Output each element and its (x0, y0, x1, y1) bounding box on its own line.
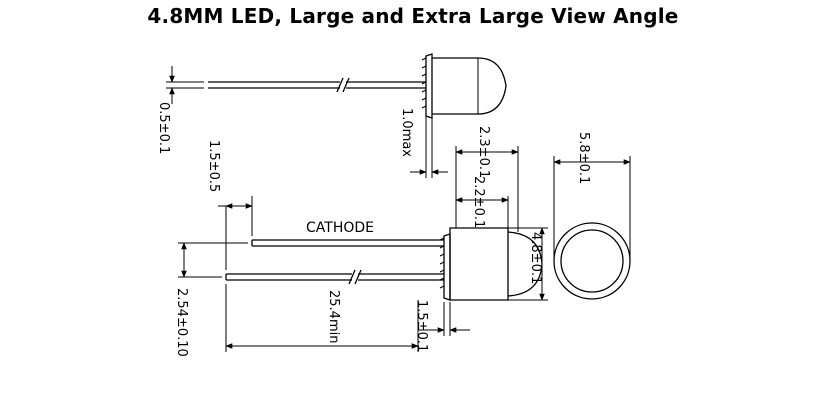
top-dome-lens (432, 57, 507, 115)
break-mark (336, 77, 344, 93)
diagram-title: 4.8MM LED, Large and Extra Large View An… (147, 4, 679, 28)
top-side-view (166, 53, 507, 178)
bottom-flange (443, 233, 451, 301)
outer-diameter-label: 5.8±0.1 (576, 132, 591, 184)
flange-max-label: 1.0max (399, 108, 414, 157)
lead-spacing-label: 2.54±0.10 (174, 288, 189, 357)
outer-ring (553, 222, 631, 300)
lead-bend-label: 1.5±0.5 (206, 140, 221, 192)
lens-diameter-label: 4.8±0.1 (528, 232, 543, 284)
front-view (553, 156, 631, 300)
inner-ring (560, 229, 624, 293)
lens-offset-label: 2.3±0.1 (476, 126, 491, 178)
bottom-side-view (178, 146, 548, 352)
led-body (449, 227, 509, 301)
lead-length-label: 25.4min (326, 290, 341, 343)
lead-thickness-label: 0.5±0.1 (156, 102, 171, 154)
cathode-label: CATHODE (306, 220, 374, 236)
body-length-label: 2.2±0.1 (471, 176, 486, 228)
top-flange (425, 53, 433, 119)
flange-height-label: 1.5±0.1 (414, 300, 429, 352)
